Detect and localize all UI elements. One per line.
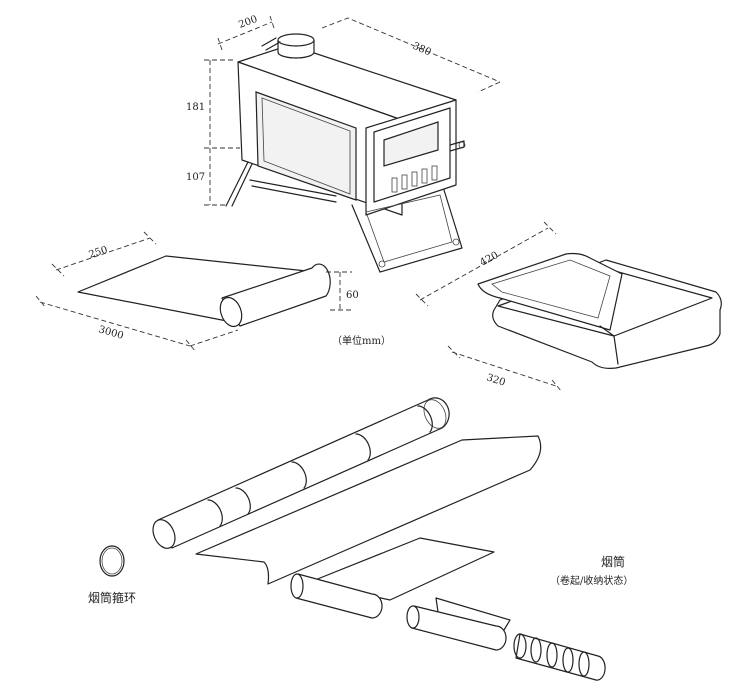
chimney-ring-label: 烟筒箍环 xyxy=(88,590,136,605)
dim-roll-diameter: 60 xyxy=(346,290,359,301)
stove-dimensions: 200 380 181 107 xyxy=(186,14,501,206)
stove-drawing xyxy=(225,33,466,273)
dim-box-length: 420 xyxy=(478,250,500,269)
storage-box-drawing xyxy=(477,252,722,369)
unit-note: （单位mm） xyxy=(332,334,391,347)
chimney-rolled-pieces xyxy=(290,573,606,681)
chimney-sublabel: （卷起/收纳状态） xyxy=(550,574,633,587)
chimney-label: 烟筒 xyxy=(601,554,625,569)
chimney-ring-drawing xyxy=(99,545,125,577)
dim-box-width: 320 xyxy=(485,372,507,388)
chimney-sheets-drawing xyxy=(195,435,542,641)
dim-shield-width: 250 xyxy=(88,244,110,260)
chimney-assembled-drawing xyxy=(152,397,450,549)
dim-stove-body-height: 181 xyxy=(186,102,205,113)
heat-shield-roll-drawing xyxy=(77,255,331,328)
dim-stove-leg-height: 107 xyxy=(186,172,205,183)
dim-stove-length: 380 xyxy=(411,41,433,59)
dim-shield-length: 3000 xyxy=(97,324,124,342)
